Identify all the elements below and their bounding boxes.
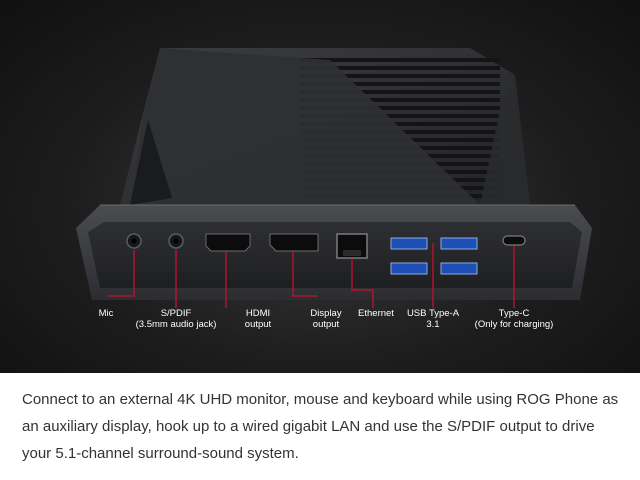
vent-slat — [300, 98, 500, 102]
port-label-displayport: Display output — [310, 308, 342, 330]
port-spdif — [168, 233, 184, 249]
dock-illustration — [76, 48, 592, 308]
port-label-ethernet: Ethernet — [358, 308, 394, 319]
vent-slat — [300, 90, 500, 94]
callout-displayport — [292, 252, 318, 297]
port-usb-c — [502, 235, 526, 246]
port-label-spdif: S/PDIF (3.5mm audio jack) — [135, 308, 217, 330]
vent-slat — [300, 58, 500, 62]
vent-slat — [300, 82, 500, 86]
port-displayport — [269, 233, 319, 252]
vent-slat — [300, 66, 500, 70]
port-ethernet — [336, 233, 368, 259]
port-hdmi — [205, 233, 251, 252]
vent-slat — [300, 106, 500, 110]
callout-ethernet — [351, 258, 374, 308]
port-label-mic: Mic — [98, 308, 114, 319]
vent-slat — [300, 74, 500, 78]
vent-slat — [300, 122, 500, 126]
port-label-usb-a: USB Type-A 3.1 — [406, 308, 460, 330]
callout-mic — [108, 250, 135, 297]
product-hero-image: Mic S/PDIF (3.5mm audio jack) HDMI outpu… — [0, 0, 640, 373]
port-callout-lines — [108, 243, 515, 308]
port-mic — [126, 233, 142, 249]
dock-cooler-housing — [120, 48, 530, 205]
port-label-usb-c: Type-C (Only for charging) — [474, 308, 554, 330]
feature-description: Connect to an external 4K UHD monitor, m… — [22, 391, 619, 462]
port-usb-a — [390, 237, 478, 275]
vent-slat — [300, 114, 500, 118]
port-label-hdmi: HDMI output — [244, 308, 272, 330]
